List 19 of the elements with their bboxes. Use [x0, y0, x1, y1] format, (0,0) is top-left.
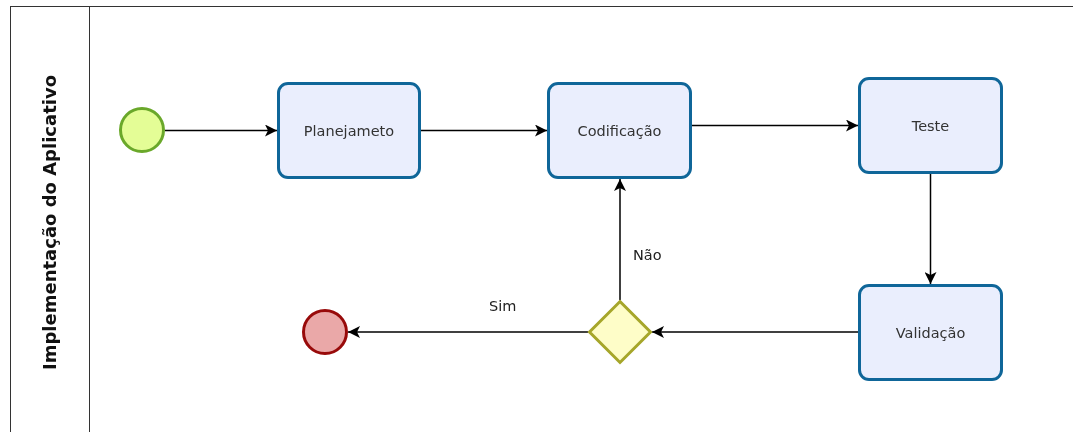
arrow	[691, 119, 859, 132]
task-box	[547, 82, 692, 179]
task-label: Codificação	[577, 122, 662, 139]
arrow	[164, 124, 278, 137]
edge-label: Sim	[487, 298, 519, 314]
arrow	[651, 326, 859, 338]
lane-title: Implementação do Aplicativo	[39, 74, 61, 371]
pool	[10, 6, 1073, 432]
task-box	[858, 77, 1003, 174]
task-label: Planejameto	[303, 122, 395, 139]
task-label: Teste	[911, 117, 950, 134]
arrow	[924, 173, 937, 285]
arrow	[420, 124, 548, 137]
task-box	[858, 284, 1003, 381]
edge-label: Não	[631, 247, 664, 263]
arrow	[614, 178, 626, 301]
task-box	[277, 82, 421, 179]
task-label: Validação	[895, 324, 966, 341]
arrow	[347, 326, 589, 338]
